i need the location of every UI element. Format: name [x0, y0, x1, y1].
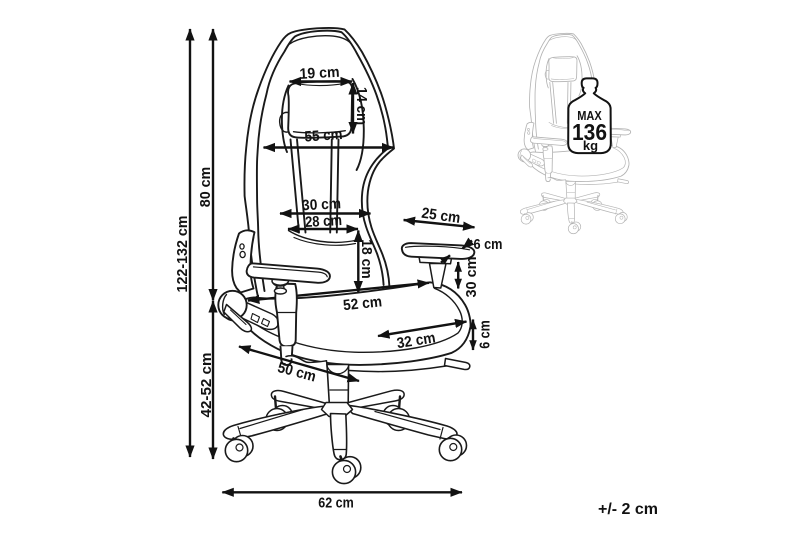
- svg-text:+/- 2 cm: +/- 2 cm: [598, 501, 658, 518]
- svg-text:28 cm: 28 cm: [305, 212, 343, 231]
- svg-text:52 cm: 52 cm: [342, 293, 383, 314]
- svg-text:18 cm: 18 cm: [358, 239, 375, 279]
- svg-text:kg: kg: [583, 138, 598, 153]
- svg-text:80 cm: 80 cm: [197, 167, 214, 208]
- svg-text:136: 136: [572, 119, 607, 145]
- svg-text:32 cm: 32 cm: [396, 329, 437, 352]
- svg-text:19 cm: 19 cm: [299, 64, 340, 83]
- svg-text:55 cm: 55 cm: [304, 126, 343, 146]
- svg-text:30 cm: 30 cm: [463, 257, 480, 298]
- svg-text:62 cm: 62 cm: [318, 494, 354, 511]
- svg-text:30 cm: 30 cm: [302, 195, 342, 214]
- svg-text:6 cm: 6 cm: [474, 236, 503, 253]
- svg-text:MAX: MAX: [577, 109, 602, 123]
- svg-text:25 cm: 25 cm: [420, 205, 461, 227]
- svg-text:42-52 cm: 42-52 cm: [198, 353, 215, 418]
- svg-text:6 cm: 6 cm: [476, 320, 493, 349]
- svg-text:122-132 cm: 122-132 cm: [174, 216, 191, 293]
- svg-text:14 cm: 14 cm: [353, 87, 370, 125]
